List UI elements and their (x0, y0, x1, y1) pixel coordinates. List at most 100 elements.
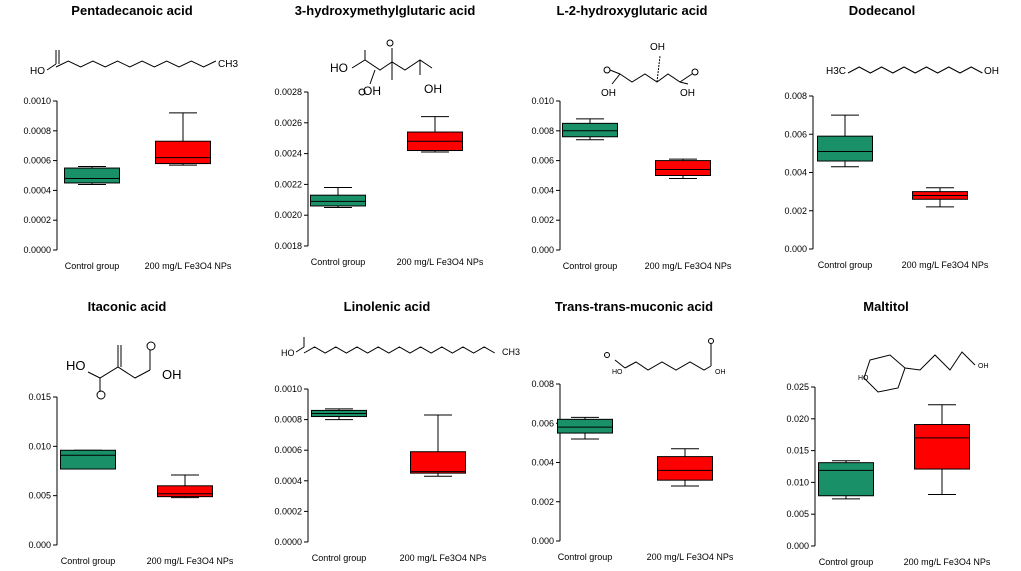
oxygen-atom (691, 68, 699, 76)
box-iqr (310, 194, 366, 207)
box-control (60, 449, 116, 470)
y-tick-label: 0.0000 (23, 245, 51, 255)
category-label: 200 mg/L Fe3O4 NPs (145, 261, 232, 271)
bond (904, 351, 976, 371)
structure-atom-label: OH (715, 369, 726, 376)
y-tick-label: 0.015 (28, 392, 51, 402)
box-iqr (60, 449, 116, 470)
structure-atom-label: OH (984, 66, 999, 77)
box-iqr (410, 451, 466, 474)
y-tick-label: 0.0026 (274, 118, 302, 128)
panel-1: Pentadecanoic acidHOCH30.00000.00020.000… (23, 3, 238, 271)
category-label: 200 mg/L Fe3O4 NPs (397, 257, 484, 267)
bond (609, 69, 621, 75)
y-tick-label: 0.006 (531, 418, 554, 428)
y-tick-label: 0.0010 (274, 384, 302, 394)
category-label: 200 mg/L Fe3O4 NPs (904, 557, 991, 567)
structure-atom-label: CH3 (502, 347, 520, 357)
structure-atom-label: HO (281, 348, 295, 358)
y-tick-label: 0.020 (786, 414, 809, 424)
bond (656, 55, 661, 83)
structure-atom-label: OH (424, 82, 442, 96)
box-control (562, 118, 618, 141)
box-treatment (410, 414, 466, 477)
y-tick-label: 0.008 (531, 379, 554, 389)
box-control (817, 114, 873, 168)
bond (295, 346, 305, 353)
sugar-ring (863, 354, 906, 393)
panel-title: Linolenic acid (344, 299, 431, 314)
chemical-structure: HO OH (858, 351, 989, 393)
structure-atom-label: HO (858, 375, 869, 382)
y-tick-label: 0.015 (786, 446, 809, 456)
y-tick-label: 0.025 (786, 382, 809, 392)
panel-3: L-2-hydroxyglutaric acidOHOHOH0.0000.002… (531, 3, 731, 271)
y-tick-label: 0.0006 (274, 445, 302, 455)
category-label: Control group (65, 261, 120, 271)
y-tick-label: 0.006 (531, 156, 554, 166)
panel-8: MaltitolHOOH0.0000.0050.0100.0150.0200.0… (786, 299, 990, 567)
chemical-structure: HO CH3 (281, 337, 520, 358)
bond (87, 366, 151, 379)
bond (614, 359, 626, 369)
category-label: 200 mg/L Fe3O4 NPs (400, 553, 487, 563)
panel-title: Dodecanol (849, 3, 915, 18)
box-iqr (914, 424, 970, 470)
category-label: Control group (61, 556, 116, 566)
structure-atom-label: CH3 (218, 59, 238, 70)
y-tick-label: 0.000 (786, 541, 809, 551)
category-label: 200 mg/L Fe3O4 NPs (647, 552, 734, 562)
category-label: Control group (311, 257, 366, 267)
category-label: Control group (558, 552, 613, 562)
box-treatment (155, 112, 211, 166)
y-tick-label: 0.005 (28, 491, 51, 501)
box-control (64, 166, 120, 185)
structure-atom-label: OH (162, 367, 182, 382)
box-control (818, 460, 874, 500)
carbon-chain (55, 60, 217, 68)
panel-5: Itaconic acidHOOH0.0000.0050.0100.015Con… (28, 299, 233, 566)
box-treatment (407, 116, 463, 153)
panel-title: Maltitol (863, 299, 909, 314)
oxygen-atom (146, 341, 156, 351)
bond (679, 73, 693, 83)
category-label: Control group (312, 553, 367, 563)
box-treatment (157, 474, 213, 499)
oxygen-atom (604, 352, 610, 358)
category-label: 200 mg/L Fe3O4 NPs (902, 260, 989, 270)
structure-atom-label: HO (30, 66, 45, 77)
category-label: Control group (818, 260, 873, 270)
structure-atom-label: OH (680, 88, 695, 99)
category-label: Control group (819, 557, 874, 567)
panel-title: L-2-hydroxyglutaric acid (557, 3, 708, 18)
box-iqr (818, 462, 874, 497)
box-iqr (64, 167, 120, 184)
y-tick-label: 0.000 (531, 245, 554, 255)
box-treatment (655, 158, 711, 179)
box-iqr (557, 418, 613, 434)
structure-atom-label: OH (978, 363, 989, 370)
box-iqr (657, 456, 713, 481)
y-tick-label: 0.010 (786, 477, 809, 487)
y-tick-label: 0.010 (28, 441, 51, 451)
y-tick-label: 0.006 (784, 129, 807, 139)
carbon-chain (847, 66, 983, 74)
y-tick-label: 0.000 (531, 536, 554, 546)
y-tick-label: 0.000 (28, 540, 51, 550)
y-tick-label: 0.008 (784, 91, 807, 101)
y-tick-label: 0.002 (531, 497, 554, 507)
y-tick-label: 0.002 (784, 206, 807, 216)
bond (611, 73, 689, 85)
box-treatment (912, 187, 968, 208)
panel-title: Pentadecanoic acid (71, 3, 192, 18)
box-iqr (817, 135, 873, 162)
oxygen-atom (708, 338, 714, 344)
